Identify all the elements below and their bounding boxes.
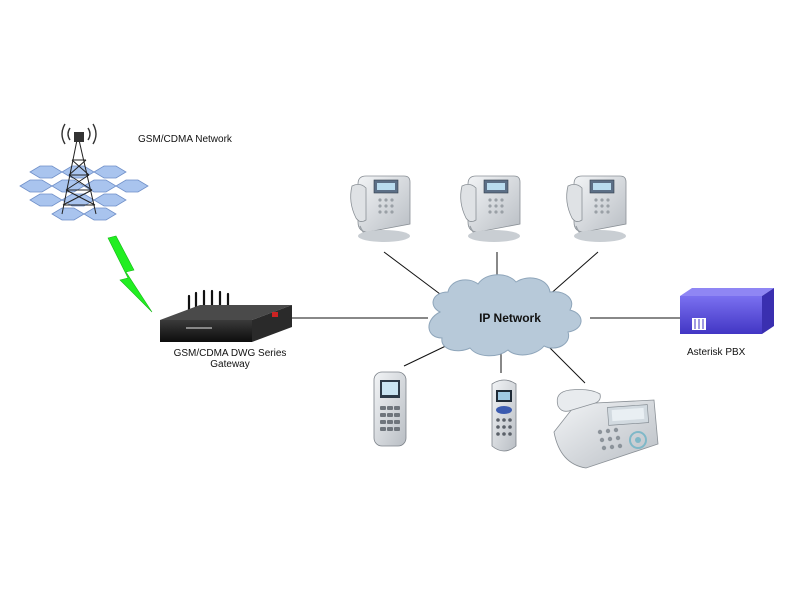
- link-desk-cloud: [544, 342, 586, 384]
- wireless-link-bolt: [107, 235, 153, 313]
- tower-mast: [61, 139, 97, 215]
- connection-lines: [290, 251, 680, 384]
- cloud-icon: IP Network: [428, 274, 582, 357]
- ip-phone-icon: [566, 175, 627, 242]
- signal-waves-icon: [61, 123, 97, 145]
- cordless-handset-icon: [491, 379, 517, 452]
- gateway-label-line1: GSM/CDMA DWG Series: [173, 348, 287, 359]
- pbx-server-icon: [680, 288, 774, 334]
- ip-phone-3: [566, 175, 627, 242]
- link-phone3-cloud: [547, 251, 599, 297]
- desk-phone-icon: [553, 389, 659, 469]
- ip-phone-icon: [460, 175, 521, 242]
- gateway-device-icon: [160, 289, 292, 342]
- dect-phone-2: [491, 379, 517, 452]
- cellular-network-label: GSM/CDMA Network: [138, 134, 232, 145]
- link-phone1-cloud: [383, 251, 449, 301]
- ip-phone-1: [350, 175, 411, 242]
- cell-tower-icon: [19, 123, 149, 221]
- gateway-label: GSM/CDMA DWG Series Gateway: [160, 348, 300, 370]
- link-dect1-cloud: [403, 342, 453, 367]
- gateway-label-line2: Gateway: [210, 359, 250, 370]
- hexagon-grid: [19, 165, 149, 221]
- pbx-label: Asterisk PBX: [687, 347, 746, 358]
- ip-phone-2: [460, 175, 521, 242]
- dect-phone-1: [373, 371, 407, 447]
- cordless-handset-icon: [373, 371, 407, 447]
- ip-network-label: IP Network: [479, 311, 541, 325]
- desk-phone: [553, 389, 659, 469]
- ip-phone-icon: [350, 175, 411, 242]
